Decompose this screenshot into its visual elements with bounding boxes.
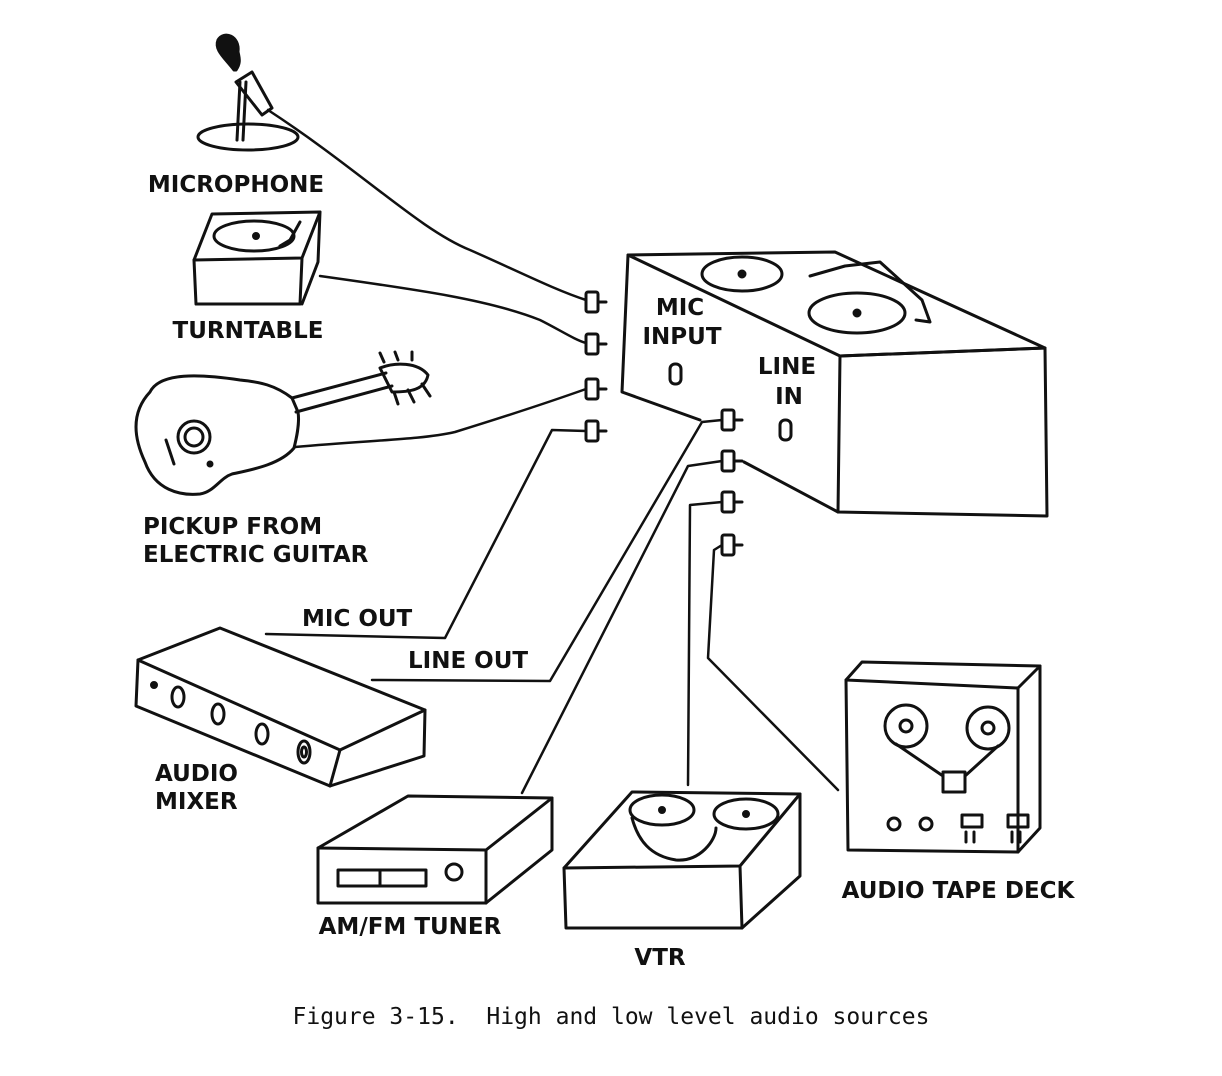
plug-turntable xyxy=(584,332,608,356)
cable-vtr xyxy=(686,500,724,787)
line-in-jack xyxy=(778,418,793,442)
turntable-label: TURNTABLE xyxy=(173,318,324,344)
cables xyxy=(264,108,840,795)
plug-tape-deck xyxy=(720,533,744,557)
line-in-label-line2: IN xyxy=(775,384,803,410)
vtr-device xyxy=(562,790,802,930)
cable-turntable xyxy=(318,274,588,345)
tape-deck-label: AUDIO TAPE DECK xyxy=(842,878,1076,904)
cable-line-out xyxy=(370,418,724,683)
mic-input-label-line2: INPUT xyxy=(642,324,721,350)
recorder-unit: MIC INPUT LINE IN xyxy=(620,250,1049,518)
mixer-label: AUDIO xyxy=(155,761,238,787)
line-in-label: LINE xyxy=(758,354,816,380)
plug-tuner xyxy=(720,449,744,473)
mic-out-label: MIC OUT xyxy=(302,606,413,632)
cable-microphone xyxy=(266,108,588,302)
microphone-device xyxy=(196,33,300,152)
audio-mixer-device xyxy=(134,626,427,788)
recorder-reel-left xyxy=(700,255,784,293)
cable-guitar xyxy=(293,387,588,449)
left-plug-column xyxy=(584,290,608,443)
mic-input-jack xyxy=(668,362,683,386)
plug-microphone xyxy=(584,290,608,314)
plug-mixer-line xyxy=(720,408,744,432)
mic-input-label: MIC xyxy=(656,295,704,321)
tuner-label: AM/FM TUNER xyxy=(319,914,502,940)
guitar-label: PICKUP FROM xyxy=(143,514,322,540)
plug-mixer-mic xyxy=(584,419,608,443)
am-fm-tuner-device xyxy=(316,794,554,905)
plug-guitar xyxy=(584,377,608,401)
turntable-device xyxy=(192,210,322,306)
vtr-label: VTR xyxy=(634,945,685,971)
recorder-reel-right xyxy=(807,291,907,335)
guitar-label-line2: ELECTRIC GUITAR xyxy=(143,542,369,568)
plug-vtr xyxy=(720,490,744,514)
line-out-label: LINE OUT xyxy=(408,648,528,674)
figure-caption: Figure 3-15. High and low level audio so… xyxy=(292,1004,930,1030)
cable-tape-deck xyxy=(706,543,840,792)
cable-mic-out xyxy=(264,428,588,640)
audio-tape-deck-device xyxy=(844,660,1042,854)
cable-tuner xyxy=(520,459,724,795)
mixer-label-line2: MIXER xyxy=(155,789,238,815)
electric-guitar-device xyxy=(134,350,432,496)
microphone-label: MICROPHONE xyxy=(148,172,324,198)
right-plug-column xyxy=(720,408,744,557)
